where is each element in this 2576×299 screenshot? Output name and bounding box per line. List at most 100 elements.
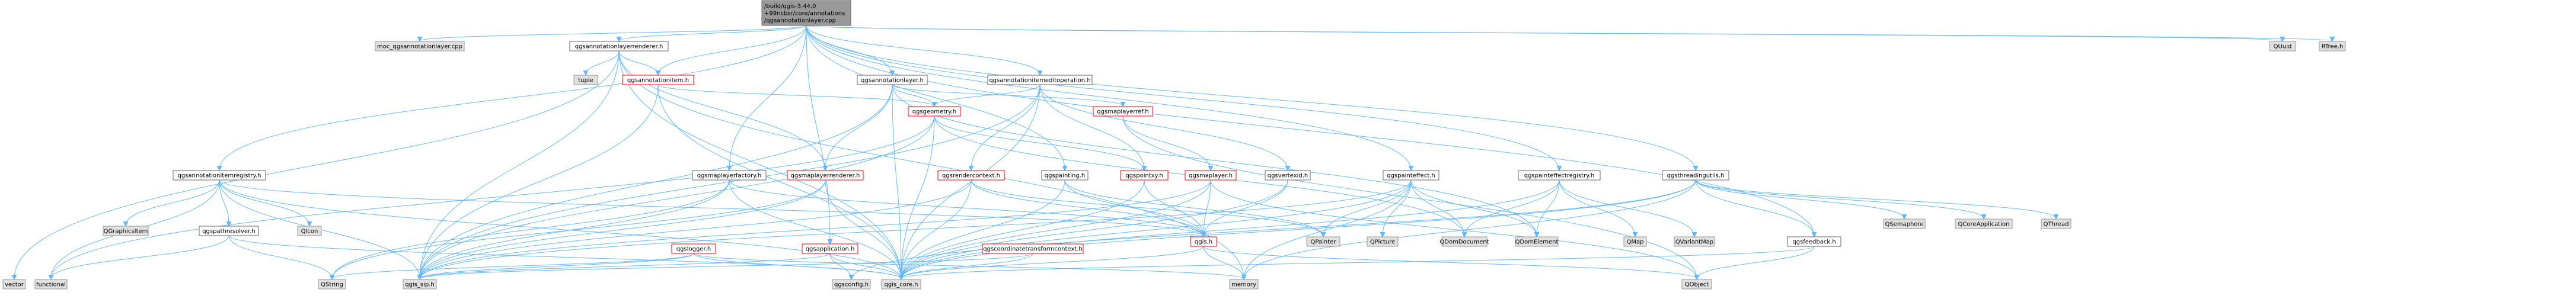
node-qdomdocument[interactable]: QDomDocument xyxy=(1439,236,1489,247)
node-feedback[interactable]: qgsfeedback.h xyxy=(1787,236,1841,247)
edge-painteffect-to-memory xyxy=(1244,179,1412,279)
node-painteffectregistry[interactable]: qgspainteffectregistry.h xyxy=(1518,170,1601,181)
node-quuid[interactable]: QUuid xyxy=(2269,41,2296,52)
node-maplayerrenderer[interactable]: qgsmaplayerrenderer.h xyxy=(787,170,864,181)
node-qicon[interactable]: QIcon xyxy=(297,226,322,236)
node-qgis[interactable]: qgis.h xyxy=(1190,236,1217,247)
node-annotationlayer[interactable]: qgsannotationlayer.h xyxy=(857,75,928,85)
node-label: QString xyxy=(321,282,343,288)
node-painting[interactable]: qgspainting.h xyxy=(1041,170,1089,181)
node-label: qgspathresolver.h xyxy=(202,229,256,235)
node-qgsconfig[interactable]: qgsconfig.h xyxy=(832,279,871,290)
node-annotationitem[interactable]: qgsannotationitem.h xyxy=(622,75,694,85)
node-tuple[interactable]: tuple xyxy=(573,75,598,85)
node-label: qgsmaplayerfactory.h xyxy=(697,173,762,179)
node-logger[interactable]: qgslogger.h xyxy=(671,243,716,254)
node-pathresolver[interactable]: qgspathresolver.h xyxy=(199,226,259,236)
edge-vertexid-to-qgis xyxy=(1204,179,1288,236)
node-label: qgspointxy.h xyxy=(1125,173,1163,179)
node-functional[interactable]: functional xyxy=(34,279,68,290)
node-qgraphicsitem[interactable]: QGraphicsItem xyxy=(103,226,149,236)
node-rendercontext[interactable]: qgsrendercontext.h xyxy=(937,170,1005,181)
edge-geometry-to-sip xyxy=(420,115,935,279)
edge-itemregistry-to-qgis xyxy=(219,179,1204,236)
edge-maplayer-to-qgis xyxy=(1204,179,1211,236)
node-label: vector xyxy=(5,282,24,288)
node-qpicture[interactable]: QPicture xyxy=(1367,236,1399,247)
node-label: QMap xyxy=(1627,239,1644,246)
node-maplayer[interactable]: qgsmaplayer.h xyxy=(1185,170,1237,181)
edge-painteffect-to-qpainter xyxy=(1323,179,1412,236)
node-qmap[interactable]: QMap xyxy=(1623,236,1647,247)
node-moc[interactable]: moc_qgsannotationlayer.cpp xyxy=(375,41,465,52)
edge-pointxy-to-qgis xyxy=(1144,179,1204,236)
edge-annotationlayer-to-maplayerrenderer xyxy=(825,84,893,170)
edge-annotationlayer-to-core xyxy=(892,84,901,279)
node-itemregistry[interactable]: qgsannotationitemregistry.h xyxy=(173,170,266,181)
node-layerrenderer[interactable]: qgsannotationlayerrenderer.h xyxy=(569,41,669,52)
edge-itemregistry-to-core xyxy=(219,179,901,279)
edge-itemregistry-to-qgraphicsitem xyxy=(126,179,220,226)
edge-pathresolver-to-qstring xyxy=(228,235,332,279)
edge-geometry-to-functional xyxy=(51,115,935,279)
node-label: qgsmaplayerref.h xyxy=(1097,109,1148,115)
edge-maplayer-to-sip xyxy=(420,179,1211,279)
edge-itemregistry-to-qicon xyxy=(219,179,309,226)
edge-painteffect-to-core xyxy=(901,179,1412,279)
edge-maplayerfactory-to-qgis xyxy=(729,179,1204,236)
edge-layerrenderer-to-annotationitem xyxy=(618,50,658,75)
edge-pointxy-to-core xyxy=(901,179,1145,279)
edge-annotationlayer-to-maplayerref xyxy=(892,84,1123,106)
node-label: qgis_sip.h xyxy=(405,282,435,288)
edge-feedback-to-qobject xyxy=(1697,246,1815,279)
node-vertexid[interactable]: qgsvertexid.h xyxy=(1265,170,1311,181)
edge-rendercontext-to-sip xyxy=(420,179,972,279)
node-label: qgsannotationitemeditoperation.h xyxy=(989,78,1090,84)
node-label: QVariantMap xyxy=(1675,239,1713,246)
node-qobject[interactable]: QObject xyxy=(1681,279,1712,290)
node-sip[interactable]: qgis_sip.h xyxy=(403,279,437,290)
node-application[interactable]: qgsapplication.h xyxy=(802,243,858,254)
node-qstring[interactable]: QString xyxy=(318,279,346,290)
edge-root-to-painting xyxy=(806,25,1065,170)
edge-logger-to-qstring xyxy=(332,253,694,279)
node-label: qgsgeometry.h xyxy=(912,109,956,115)
node-qvariantmap[interactable]: QVariantMap xyxy=(1674,236,1715,247)
node-label: QObject xyxy=(1685,282,1709,288)
node-qthread[interactable]: QThread xyxy=(2041,218,2071,229)
edge-painteffectregistry-to-core xyxy=(901,179,1560,279)
node-label: qgis.h xyxy=(1195,239,1212,246)
node-maplayerfactory[interactable]: qgsmaplayerfactory.h xyxy=(692,170,767,181)
node-core[interactable]: qgis_core.h xyxy=(881,279,921,290)
node-ctcontext[interactable]: qgscoordinatetransformcontext.h xyxy=(982,243,1084,254)
node-qsemaphore[interactable]: QSemaphore xyxy=(1883,218,1926,229)
node-label: QDomDocument xyxy=(1439,239,1489,246)
edge-maplayerrenderer-to-qstring xyxy=(332,179,826,279)
node-qdomelement[interactable]: QDomElement xyxy=(1515,236,1559,247)
edge-threadingutils-to-qgsconfig xyxy=(851,179,1696,279)
node-label: QThread xyxy=(2044,221,2069,228)
node-label: QIcon xyxy=(301,229,318,235)
node-vector[interactable]: vector xyxy=(2,279,26,290)
node-geometry[interactable]: qgsgeometry.h xyxy=(908,106,961,117)
node-label: qgslogger.h xyxy=(676,246,711,253)
edge-itemregistry-to-pathresolver xyxy=(219,179,229,226)
node-label: qgsmaplayer.h xyxy=(1189,173,1233,179)
edge-application-to-sip xyxy=(420,253,831,279)
node-qpainter[interactable]: QPainter xyxy=(1306,236,1340,247)
edge-qgis-to-memory xyxy=(1203,246,1244,279)
node-maplayerref[interactable]: qgsmaplayerref.h xyxy=(1093,106,1153,117)
node-qcoreapplication[interactable]: QCoreApplication xyxy=(1955,218,2013,229)
edge-layerrenderer-to-vector xyxy=(14,50,620,279)
node-rtree[interactable]: RTree.h xyxy=(2319,41,2346,52)
node-threadingutils[interactable]: qgsthreadingutils.h xyxy=(1662,170,1729,181)
edge-itemeditop-to-geometry xyxy=(934,84,1040,106)
node-painteffect[interactable]: qgspainteffect.h xyxy=(1383,170,1439,181)
node-pointxy[interactable]: qgspointxy.h xyxy=(1120,170,1169,181)
edge-layerrenderer-to-maplayerrenderer xyxy=(618,50,825,170)
node-memory[interactable]: memory xyxy=(1229,279,1259,290)
edge-feedback-to-core xyxy=(901,246,1815,279)
node-itemeditop[interactable]: qgsannotationitemeditoperation.h xyxy=(987,75,1093,85)
edge-layerrenderer-to-sip xyxy=(420,50,620,279)
node-label: RTree.h xyxy=(2322,44,2344,50)
